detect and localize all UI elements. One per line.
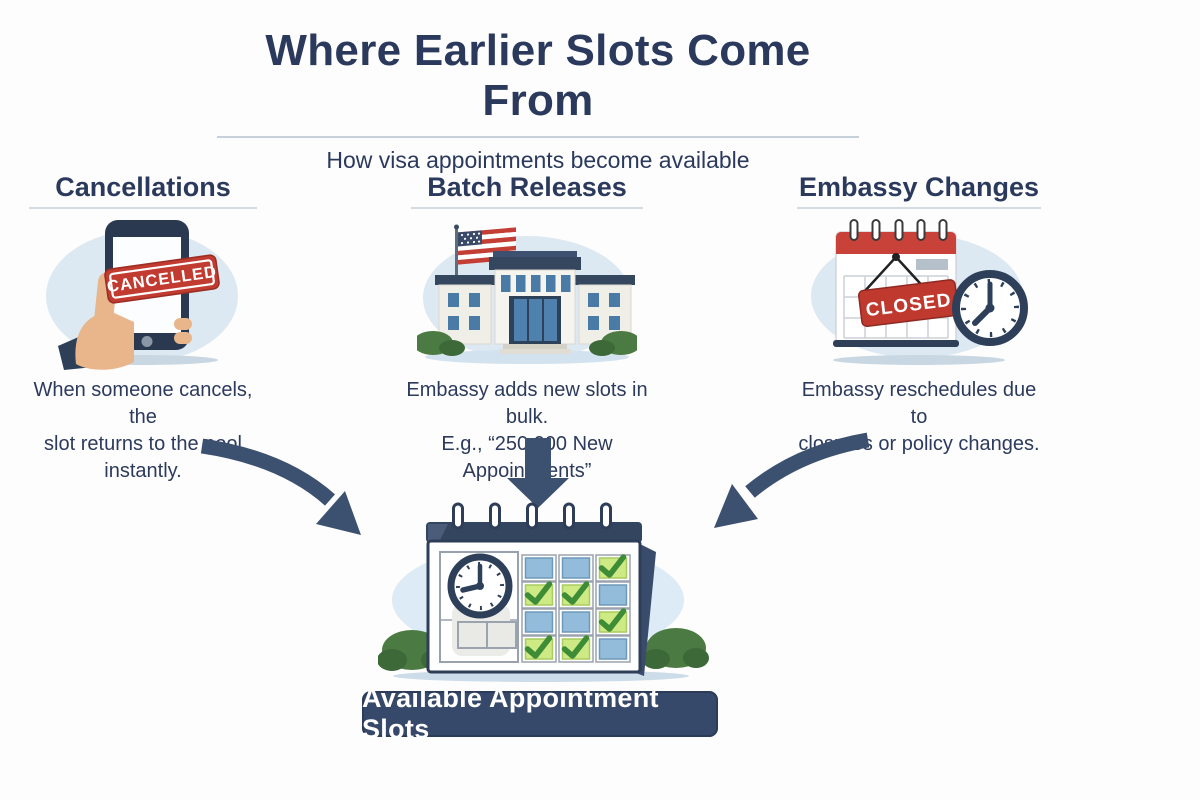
source-column-embassy-changes: Embassy Changes CLOSE xyxy=(791,170,1047,458)
page-subtitle: How visa appointments become available xyxy=(326,147,750,173)
embassy-building-icon xyxy=(435,251,635,354)
column-heading: Embassy Changes xyxy=(798,172,1040,202)
title-divider xyxy=(217,136,859,138)
phone-home-button xyxy=(141,336,153,347)
source-column-batch-releases: Batch Releases xyxy=(405,170,649,485)
result-label: Available Appointment Slots xyxy=(362,683,718,744)
heading-underline xyxy=(797,207,1041,209)
column-heading: Cancellations xyxy=(55,172,231,202)
page-title: Where Earlier Slots Come From xyxy=(265,26,811,125)
arrow-down-icon xyxy=(507,438,569,508)
check-icons xyxy=(524,554,627,659)
embassy-building-illustration xyxy=(417,224,637,364)
closed-calendar-clock-illustration: CLOSED xyxy=(811,219,1028,365)
ground-shadow xyxy=(425,350,629,364)
booked-slot-cells xyxy=(524,557,628,660)
flag-pole xyxy=(455,228,458,304)
column-heading: Batch Releases xyxy=(427,172,627,202)
hand xyxy=(75,312,134,370)
clock-icon xyxy=(952,270,1028,346)
pending-cells xyxy=(457,621,517,649)
heading-underline xyxy=(411,207,643,209)
available-slots-calendar-illustration xyxy=(378,502,709,682)
result-label-text: Available Appointment Slots xyxy=(362,683,659,744)
calendar-clock-icon xyxy=(447,553,513,619)
calendar-top-bar xyxy=(426,522,642,543)
source-column-cancellations: Cancellations CANCELLED When someone can… xyxy=(23,170,263,485)
heading-underline xyxy=(29,207,257,209)
column-description: When someone cancels, the slot returns t… xyxy=(33,379,253,482)
arrow-left-icon xyxy=(200,438,361,535)
header: Where Earlier Slots Come From How visa a… xyxy=(215,26,861,174)
phone-cancelled-illustration: CANCELLED xyxy=(46,220,238,370)
slot-grid xyxy=(521,554,631,663)
ground-shadow xyxy=(833,355,1005,365)
calendar-rings xyxy=(452,502,612,530)
cancelled-stamp: CANCELLED xyxy=(104,254,220,304)
arrow-right-icon xyxy=(714,432,870,528)
